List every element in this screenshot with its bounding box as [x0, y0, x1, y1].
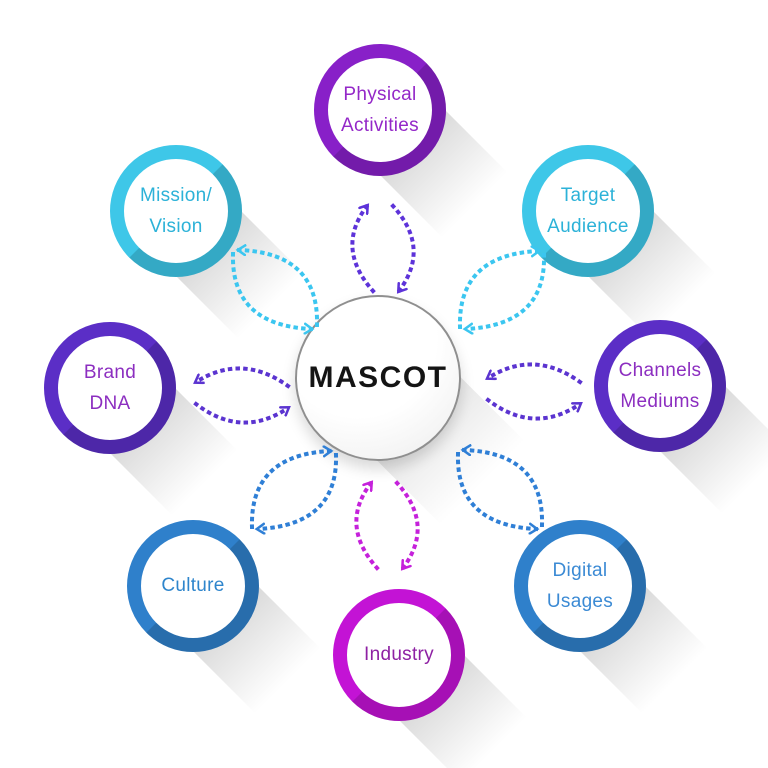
cycle-arrow-center-culture [249, 437, 339, 542]
cycle-arrow-center-physical-activities [350, 203, 416, 294]
center-circle: MASCOT [295, 295, 461, 461]
node-circle: Channels Mediums [594, 320, 726, 452]
node-physical-activities: Physical Activities [314, 44, 532, 262]
cycle-arrow-center-target-audience [457, 237, 547, 342]
center-title: MASCOT [308, 361, 448, 394]
node-culture: Culture [127, 520, 345, 738]
node-label: Physical Activities [341, 83, 419, 136]
node-label: Target Audience [547, 184, 629, 237]
node-label: Channels Mediums [618, 359, 702, 412]
node-mission-vision: Mission/ Vision [110, 145, 328, 363]
node-label: Digital Usages [546, 559, 614, 612]
node-digital-usages: Digital Usages [514, 520, 732, 738]
node-circle: Physical Activities [314, 44, 446, 176]
node-label: Brand DNA [83, 361, 137, 414]
node-brand-dna: Brand DNA [44, 322, 262, 540]
cycle-arrow-center-industry [354, 480, 420, 571]
node-industry: Industry [333, 589, 551, 768]
node-circle: Brand DNA [44, 322, 176, 454]
node-circle: Culture [127, 520, 259, 652]
node-label: Industry [364, 644, 434, 666]
node-label: Culture [161, 575, 225, 597]
cycle-arrow-center-channels-mediums [480, 362, 588, 421]
cycle-arrow-center-brand-dna [188, 366, 296, 425]
node-circle: Digital Usages [514, 520, 646, 652]
node-channels-mediums: Channels Mediums [594, 320, 768, 538]
cycle-arrow-center-digital-usages [455, 437, 545, 542]
node-circle: Industry [333, 589, 465, 721]
cycle-arrow-center-mission-vision [230, 237, 320, 342]
node-circle: Mission/ Vision [110, 145, 242, 277]
node-label: Mission/ Vision [139, 184, 213, 237]
node-mascot-center: MASCOT [295, 295, 555, 555]
